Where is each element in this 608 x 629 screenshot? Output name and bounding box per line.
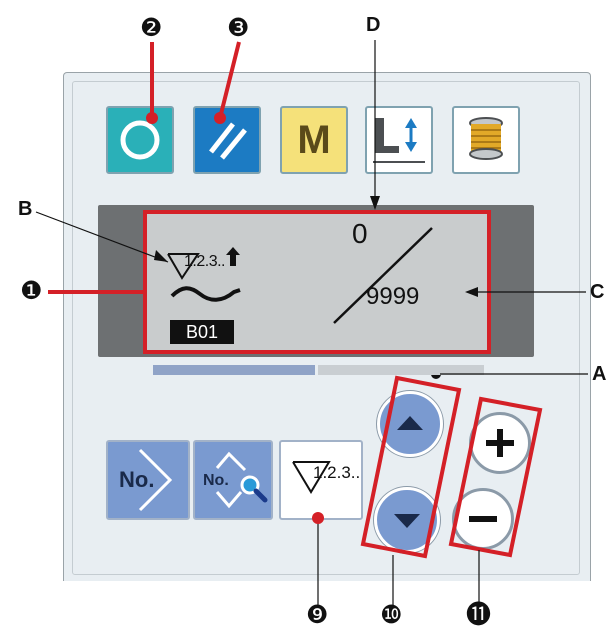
callout-arrowheads — [154, 196, 478, 297]
magnifier-icon — [240, 475, 268, 503]
lcd-count-target: 9999 — [366, 283, 420, 310]
bobbin-winder-icon — [469, 117, 503, 160]
arrow-D — [370, 196, 380, 210]
lcd-count-current: 0 — [352, 218, 368, 249]
triangle-up-icon — [397, 416, 423, 430]
callout-3-label: ❸ — [227, 13, 250, 42]
triangle-down-icon — [394, 514, 420, 528]
pattern-no-button[interactable]: No. — [106, 440, 190, 520]
lcd-counter-icon: 1.2.3.. — [166, 250, 246, 280]
callout-lines-red — [48, 41, 543, 559]
callout-B-label: B — [18, 198, 33, 220]
plus-icon — [486, 429, 514, 457]
callout-3-dot — [214, 112, 226, 124]
updown-callout-box — [360, 375, 462, 559]
ready-circle-icon — [120, 120, 160, 160]
callout-3-leader — [218, 41, 241, 119]
pattern-search-diamond-icon — [215, 451, 247, 509]
callout-dots — [146, 112, 324, 524]
counter-triangle-icon — [167, 253, 200, 280]
lcd-count-slash — [333, 227, 433, 324]
callout-2-label: ❷ — [140, 13, 163, 42]
ready-button[interactable] — [106, 106, 174, 174]
lcd-thread-wave-icon — [170, 286, 241, 302]
counter-button-label: 1.2.3.. — [313, 463, 361, 482]
up-button[interactable] — [377, 391, 443, 457]
arrow-C — [465, 287, 478, 297]
callout-9-label: ❾ — [306, 600, 329, 629]
counter-icon — [292, 461, 331, 494]
callout-A-label: A — [592, 363, 607, 385]
status-bar-right — [318, 365, 484, 375]
minus-icon — [469, 516, 497, 522]
pattern-search-label: No. — [203, 472, 229, 489]
mode-button-label: M — [297, 117, 331, 162]
reset-slash-icon — [209, 122, 247, 160]
mode-button[interactable]: M — [280, 106, 348, 174]
pattern-no-label: No. — [119, 467, 155, 492]
callout-2-dot — [146, 112, 158, 124]
lcd-callout-box — [143, 210, 491, 354]
callout-C-label: C — [590, 281, 605, 303]
lcd-counter-icon-label: 1.2.3.. — [184, 253, 225, 270]
lcd-up-arrow-icon — [226, 247, 240, 266]
pattern-search-button[interactable]: No. — [193, 440, 273, 520]
callout-11-label: ⓫ — [466, 600, 492, 629]
reset-button[interactable] — [193, 106, 261, 174]
callout-10-label: ❿ — [380, 600, 403, 629]
status-bar-left — [153, 365, 315, 375]
callout-D-label: D — [366, 14, 381, 36]
callout-B-leader — [35, 211, 169, 263]
presser-foot-button[interactable] — [365, 106, 433, 174]
panel-inner-bezel — [72, 81, 580, 575]
callout-lines-black — [35, 40, 588, 606]
pattern-diamond-icon — [138, 448, 173, 512]
plusminus-callout-box — [448, 396, 543, 558]
counter-button[interactable]: 1.2.3.. — [279, 440, 363, 520]
lcd-pattern-label: B01 — [185, 321, 219, 342]
callout-9-dot — [312, 512, 324, 524]
arrow-B — [154, 250, 168, 262]
lcd-pattern-badge: B01 — [170, 320, 234, 344]
presser-foot-up-down-icon — [373, 118, 425, 163]
callout-1-label: ❶ — [20, 276, 43, 305]
bobbin-winder-button[interactable] — [452, 106, 520, 174]
